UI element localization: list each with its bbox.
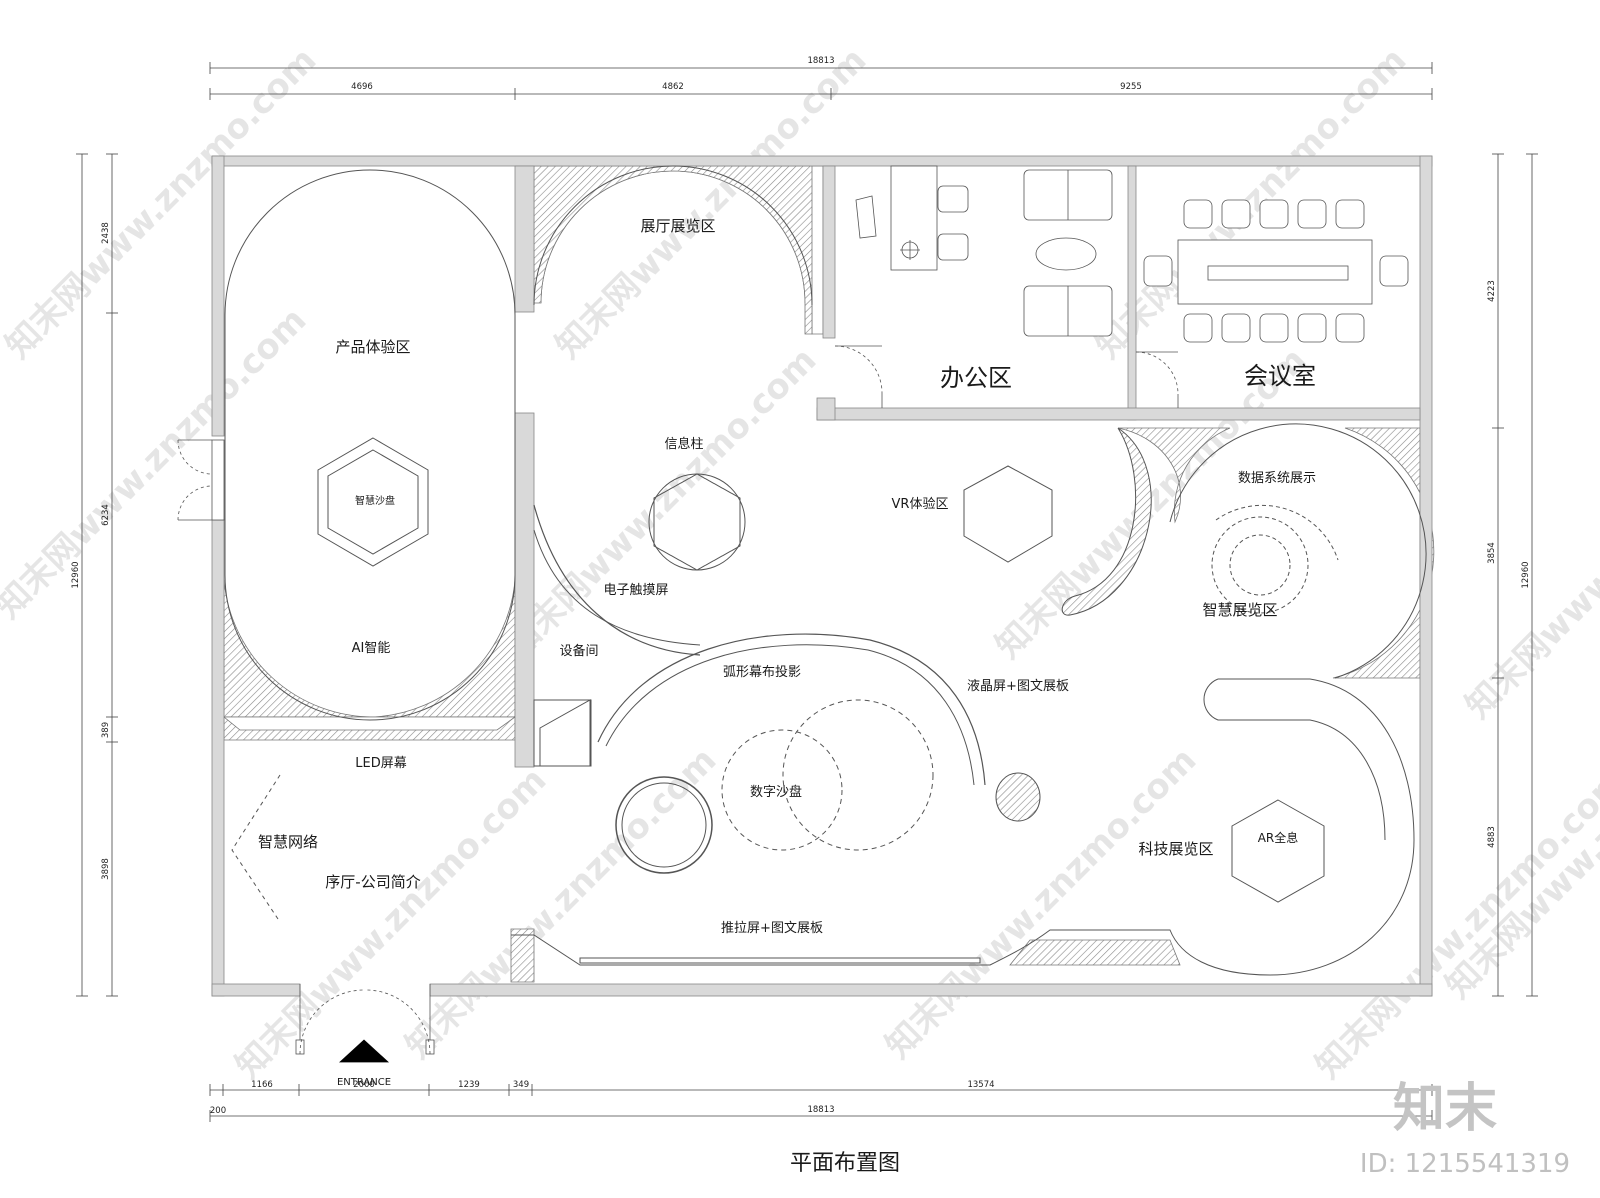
label-equipment-room: 设备间 — [559, 643, 598, 659]
entrance-arrow — [338, 1039, 390, 1063]
label-smart-sandtable: 智慧沙盘 — [355, 494, 395, 507]
label-smart-network: 智慧网络 — [258, 833, 318, 851]
label-meeting-room: 会议室 — [1244, 362, 1316, 390]
label-led-screen: LED屏幕 — [355, 756, 406, 771]
label-smart-exhibition: 智慧展览区 — [1202, 601, 1277, 619]
dim-left-segment: 389 — [101, 722, 111, 738]
dim-right-segment: 4883 — [1487, 826, 1497, 848]
product-experience-zone — [224, 169, 516, 721]
dim-right-total: 12960 — [1521, 561, 1531, 588]
label-ar-hologram: AR全息 — [1258, 830, 1299, 845]
dim-bottom-segment: 2000 — [353, 1080, 375, 1090]
dim-bottom-segment: 13574 — [967, 1080, 994, 1090]
label-arc-projection: 弧形幕布投影 — [723, 664, 801, 680]
plan-title: 平面布置图 — [790, 1151, 900, 1176]
ar-hexagon — [1231, 799, 1325, 903]
dim-bottom-segment: 1166 — [251, 1080, 273, 1090]
label-lcd-panel: 液晶屏+图文展板 — [967, 679, 1069, 694]
watermark-text: 知末网www.znzmo.com — [1438, 680, 1600, 1006]
vr-hexagon — [963, 465, 1053, 563]
main-hall-curves — [231, 423, 1427, 976]
dim-top-segment: 9255 — [1120, 82, 1142, 92]
hatched-regions — [222, 163, 1435, 983]
brand-logo: 知末 — [1393, 1079, 1497, 1139]
hall-arch — [533, 165, 813, 306]
label-lobby-intro: 序厅-公司简介 — [325, 873, 420, 891]
dim-bottom-segment: 1239 — [458, 1080, 480, 1090]
label-hall-exhibition: 展厅展览区 — [640, 217, 715, 235]
dim-right-segment: 3854 — [1487, 542, 1497, 564]
label-product-experience: 产品体验区 — [335, 338, 410, 356]
side-door — [177, 439, 225, 521]
label-tech-exhibition: 科技展览区 — [1138, 840, 1213, 858]
dim-top-total: 18813 — [807, 56, 834, 66]
dim-right-segment: 4223 — [1487, 280, 1497, 302]
watermark-text: 知末网www.znzmo.com — [1308, 760, 1600, 1086]
dim-bottom-segment: 349 — [513, 1080, 529, 1090]
dim-left-segment: 2438 — [101, 222, 111, 244]
dim-top-segment: 4862 — [662, 82, 684, 92]
label-sliding-screen: 推拉屏+图文展板 — [721, 921, 823, 936]
label-digital-sandtable: 数字沙盘 — [750, 784, 802, 800]
watermark-text: 知末网www.znzmo.com — [878, 740, 1204, 1066]
watermark-text: 知末网www.znzmo.com — [0, 300, 314, 626]
label-office: 办公区 — [940, 364, 1012, 392]
watermark-text: 知末网www.znzmo.com — [228, 760, 554, 1086]
dim-left-segment: 3898 — [101, 858, 111, 880]
office-furniture — [834, 165, 1113, 408]
label-data-system-display: 数据系统展示 — [1238, 471, 1316, 486]
dim-left-segment: 6234 — [101, 504, 111, 526]
outer-walls — [211, 155, 1433, 997]
entrance-doors — [295, 984, 435, 1063]
dimension-lines — [76, 62, 1538, 1122]
watermark-text: 知末网www.znzmo.com — [398, 740, 724, 1066]
room-labels: 产品体验区 展厅展览区 办公区 会议室 信息柱 VR体验区 数据系统展示 智慧沙… — [258, 217, 1316, 1088]
meeting-furniture — [1135, 199, 1409, 408]
dimension-labels: 18813 4696 4862 9255 200 1166 2000 1239 … — [71, 56, 1531, 1116]
label-vr-experience: VR体验区 — [892, 496, 949, 512]
smart-sandtable-hexagon — [317, 437, 429, 567]
label-touch-screen: 电子触摸屏 — [603, 583, 668, 598]
dim-top-segment: 4696 — [351, 82, 373, 92]
label-ai-smart: AI智能 — [352, 641, 391, 656]
dim-left-total: 12960 — [71, 561, 81, 588]
watermark-text: 知末网www.znzmo.com — [498, 340, 824, 666]
label-info-column: 信息柱 — [664, 436, 703, 452]
dim-bottom-segment: 200 — [210, 1106, 226, 1116]
label-entrance: ENTRANCE — [337, 1077, 391, 1088]
dim-bottom-total: 18813 — [807, 1105, 834, 1115]
image-id: ID: 1215541319 — [1360, 1149, 1570, 1179]
